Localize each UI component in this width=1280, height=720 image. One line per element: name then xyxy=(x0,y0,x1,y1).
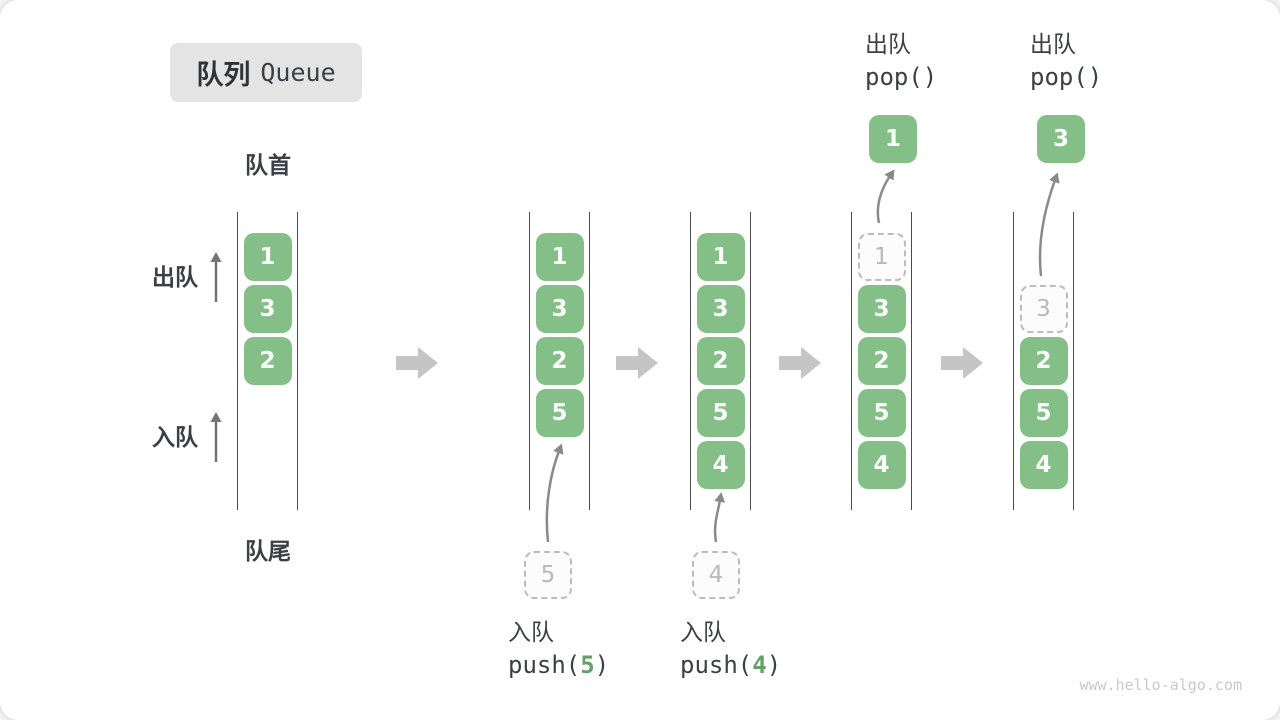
queue-state-3: 1 3 2 5 4 xyxy=(690,212,751,510)
enqueue-op-code: push(5) xyxy=(508,651,610,679)
queue-cell: 3 xyxy=(535,285,584,333)
queue-cell: 2 xyxy=(1019,337,1068,385)
dequeue-op-label: 出队 xyxy=(865,32,911,58)
enqueue-op-label: 入队 xyxy=(508,620,554,646)
incoming-cell: 5 xyxy=(524,551,572,599)
push-arg: 4 xyxy=(752,651,767,679)
dequeue-side-label: 出队 xyxy=(152,265,198,291)
enqueue-side-label: 入队 xyxy=(152,425,198,451)
enqueue-op-push4: 入队 push(4) xyxy=(680,618,781,682)
queue-state-1: 1 3 2 xyxy=(237,212,298,510)
popped-cell: 1 xyxy=(869,115,917,163)
queue-cell: 4 xyxy=(696,441,745,489)
queue-cell: 5 xyxy=(1019,389,1068,437)
incoming-cell: 4 xyxy=(692,551,740,599)
queue-cell: 3 xyxy=(696,285,745,333)
watermark: www.hello-algo.com xyxy=(1079,676,1242,694)
title-en: Queue xyxy=(260,58,336,87)
queue-cell: 4 xyxy=(857,441,906,489)
queue-cell: 2 xyxy=(696,337,745,385)
title-zh: 队列 xyxy=(196,60,251,91)
transition-arrow-icon xyxy=(616,347,658,379)
queue-cell: 5 xyxy=(696,389,745,437)
queue-cell: 1 xyxy=(535,233,584,281)
dequeue-op-1: 出队 pop() xyxy=(865,30,937,94)
queue-cell-ghost: 1 xyxy=(857,233,906,281)
queue-cell: 3 xyxy=(857,285,906,333)
enqueue-op-push5: 入队 push(5) xyxy=(508,618,609,682)
popped-cell: 3 xyxy=(1037,115,1085,163)
queue-rear-label: 队尾 xyxy=(245,539,291,565)
enqueue-op-label: 入队 xyxy=(680,620,726,646)
enqueue-op-code: push(4) xyxy=(680,651,782,679)
queue-state-4: 1 3 2 5 4 xyxy=(851,212,912,510)
queue-cell: 2 xyxy=(857,337,906,385)
queue-cell-ghost: 3 xyxy=(1019,285,1068,333)
transition-arrow-icon xyxy=(396,347,438,379)
title-badge: 队列 Queue xyxy=(170,43,362,102)
dequeue-op-code: pop() xyxy=(1030,63,1103,91)
queue-front-label: 队首 xyxy=(245,153,291,179)
push-arg: 5 xyxy=(580,651,595,679)
dequeue-op-label: 出队 xyxy=(1030,32,1076,58)
queue-cell: 5 xyxy=(535,389,584,437)
dequeue-op-code: pop() xyxy=(865,63,938,91)
queue-cell: 5 xyxy=(857,389,906,437)
queue-cell: 3 xyxy=(243,285,292,333)
queue-state-2: 1 3 2 5 xyxy=(529,212,590,510)
transition-arrow-icon xyxy=(779,347,821,379)
queue-state-5: 3 2 5 4 xyxy=(1013,212,1074,510)
queue-cell: 1 xyxy=(696,233,745,281)
queue-cell: 2 xyxy=(243,337,292,385)
queue-cell: 1 xyxy=(243,233,292,281)
queue-cell: 2 xyxy=(535,337,584,385)
queue-cell: 4 xyxy=(1019,441,1068,489)
transition-arrow-icon xyxy=(941,347,983,379)
dequeue-op-2: 出队 pop() xyxy=(1030,30,1102,94)
